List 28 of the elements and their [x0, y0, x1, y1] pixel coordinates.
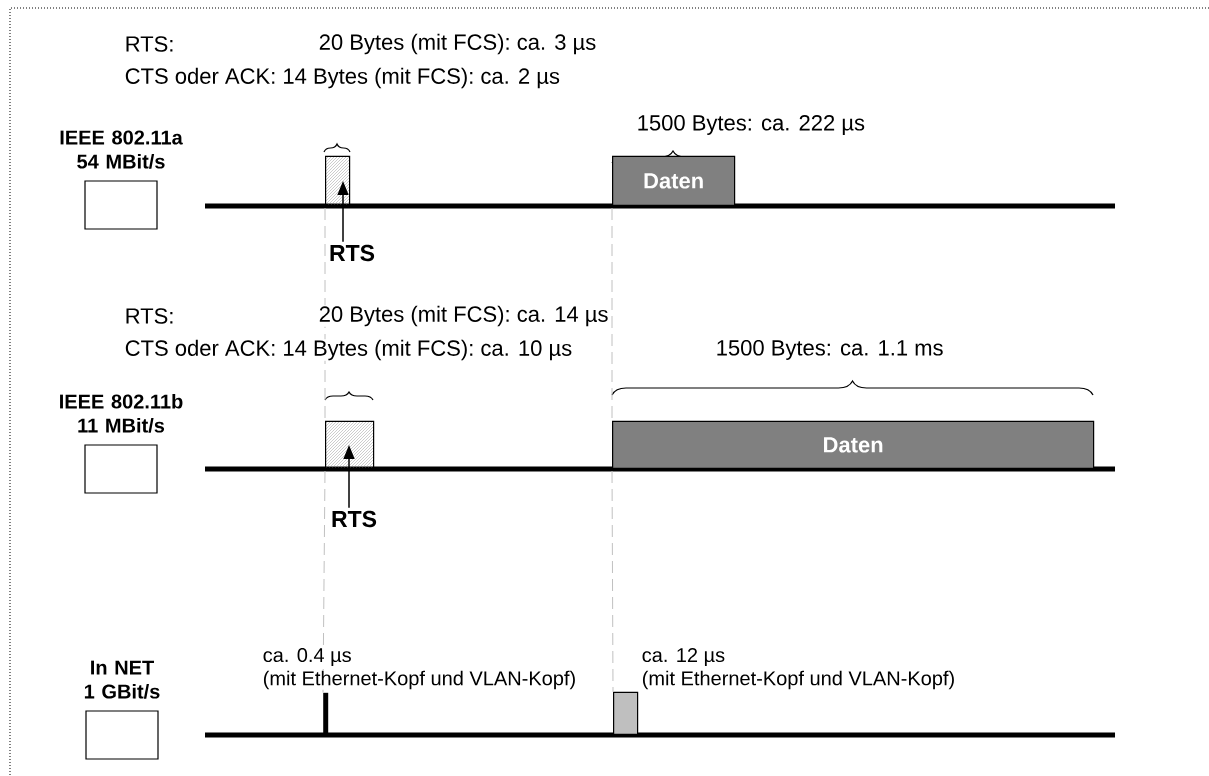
annotation: RTS:	[124, 307, 175, 325]
annotation: CTS oder ACK: 14 Bytes (mit FCS): ca. 2 µs	[124, 67, 561, 89]
frame-box	[613, 691, 639, 735]
annotation: (mit Ethernet-Kopf und VLAN-Kopf)	[641, 670, 956, 690]
frame-box	[325, 155, 351, 206]
frame-label: RTS	[332, 510, 377, 528]
station-box: IEEE 802.11b 11 MBit/s	[60, 393, 183, 494]
annotation: CTS oder ACK: 14 Bytes (mit FCS): ca. 10 µs	[124, 339, 573, 361]
node-label: In NET 1 GBit/s	[84, 660, 160, 699]
annotation: RTS:	[124, 35, 175, 53]
annotation: ca. 0.4 µs	[262, 647, 353, 667]
annotation: 20 Bytes (mit FCS): ca. 3 µs	[318, 33, 597, 55]
annotation: (mit Ethernet-Kopf und VLAN-Kopf)	[262, 670, 577, 690]
frame-bar	[323, 692, 329, 735]
guide-line	[322, 470, 326, 694]
node-label: IEEE 802.11b 11 MBit/s	[60, 393, 183, 433]
node-label: IEEE 802.11a 54 MBit/s	[60, 130, 183, 169]
frame-box	[325, 420, 375, 469]
data-frame: Daten	[612, 420, 1095, 469]
annotation: 1500 Bytes: ca. 222 µs	[636, 114, 866, 136]
station-box: In NET 1 GBit/s	[84, 660, 160, 760]
station-box: IEEE 802.11a 54 MBit/s	[60, 130, 183, 230]
guide-line	[611, 470, 614, 693]
annotation: 20 Bytes (mit FCS): ca. 14 µs	[318, 305, 609, 327]
frame-label: RTS	[330, 244, 375, 262]
annotation: 1500 Bytes: ca. 1.1 ms	[715, 339, 945, 361]
data-frame: Daten	[612, 155, 736, 206]
annotation: ca. 12 µs	[641, 647, 726, 667]
